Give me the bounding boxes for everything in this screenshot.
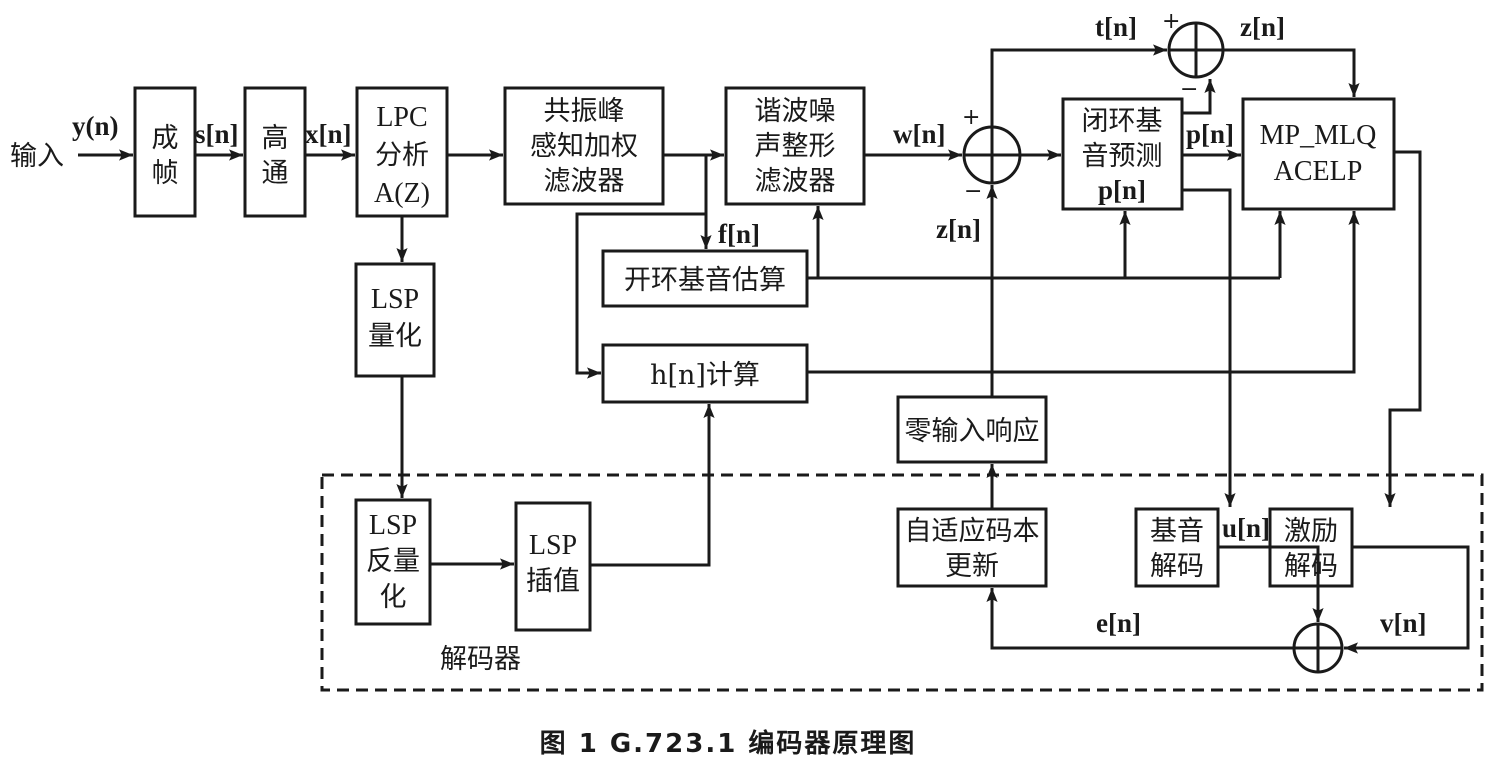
decoder-label: 解码器 xyxy=(440,644,521,675)
sum1-minus-sign: − xyxy=(964,179,982,204)
lsp-dequant-label-1: LSP xyxy=(369,510,417,541)
highpass-block xyxy=(243,86,307,218)
lsp-dequantization-block xyxy=(354,498,432,626)
signal-v: v[n] xyxy=(1380,608,1427,638)
signal-s: s[n] xyxy=(195,119,239,149)
signal-w: w[n] xyxy=(893,119,946,149)
excitation-decode-label-1: 激励 xyxy=(1284,516,1338,547)
sum1-plus-sign: + xyxy=(962,105,980,130)
arrow-mpmlq-to-excitation-decode xyxy=(1384,150,1422,507)
harmonic-noise-shaping-filter-block xyxy=(724,86,866,206)
signal-f: f[n] xyxy=(718,219,760,249)
harmonic-label-1: 谐波噪 xyxy=(755,96,836,127)
closed-loop-pitch-prediction-block xyxy=(1061,97,1184,211)
signal-u: u[n] xyxy=(1222,513,1270,543)
open-loop-pitch-estimation-block xyxy=(601,249,809,308)
signal-e: e[n] xyxy=(1096,608,1141,638)
pitch-decode-label-2: 解码 xyxy=(1150,551,1204,582)
lsp-quantization-block xyxy=(354,262,436,378)
lsp-interpolation-block xyxy=(514,501,592,632)
framing-block xyxy=(133,86,197,218)
excitation-decode-label-2: 解码 xyxy=(1284,551,1338,582)
signal-z-feedback: z[n] xyxy=(936,214,981,244)
signal-p: p[n] xyxy=(1186,119,1234,149)
open-loop-pitch-label: 开环基音估算 xyxy=(624,265,786,296)
sum2-plus-sign: + xyxy=(1162,9,1180,34)
formant-weighting-filter-block xyxy=(503,86,665,206)
codebook-label-2: 更新 xyxy=(945,551,999,582)
arrow-excitation-decode-to-sum3 xyxy=(1344,545,1470,654)
arrow-h-calc-to-mpmlq xyxy=(807,211,1360,374)
lpc-label-1: LPC xyxy=(376,102,427,133)
signal-z-target: z[n] xyxy=(1240,12,1285,42)
harmonic-label-3: 滤波器 xyxy=(755,166,836,197)
mpmlq-label-2: ACELP xyxy=(1274,156,1363,187)
highpass-label-1: 高 xyxy=(262,123,289,154)
lpc-label-2: 分析 xyxy=(375,140,429,171)
sum2-minus-sign: − xyxy=(1180,77,1198,102)
formant-label-3: 滤波器 xyxy=(544,166,625,197)
signal-y: y(n) xyxy=(72,111,119,141)
highpass-label-2: 通 xyxy=(262,158,289,189)
framing-label-1: 成 xyxy=(152,123,179,154)
arrow-closed-loop-to-pitch-decode xyxy=(1182,188,1236,507)
mpmlq-label-1: MP_MLQ xyxy=(1260,120,1377,151)
zero-input-label: 零输入响应 xyxy=(905,416,1040,447)
input-label: 输入 xyxy=(10,141,64,172)
arrow-closed-loop-to-sum2 xyxy=(1182,79,1216,115)
arrow-interp-to-h-calc xyxy=(590,404,715,567)
arrow-sum2-to-mpmlq xyxy=(1223,48,1360,97)
decoder-region xyxy=(320,473,1484,692)
arrow-pitch-decode-to-sum3 xyxy=(1218,545,1324,622)
figure-caption: 图 1 G.723.1 编码器原理图 xyxy=(540,728,917,759)
adaptive-codebook-update-block xyxy=(896,507,1048,588)
zero-input-response-block xyxy=(896,395,1048,464)
summing-junction-3 xyxy=(1292,622,1344,674)
formant-label-2: 感知加权 xyxy=(530,131,638,162)
closed-loop-label-3: p[n] xyxy=(1098,175,1146,205)
mp-mlq-acelp-block xyxy=(1241,97,1396,211)
lsp-quant-label-1: LSP xyxy=(371,284,419,315)
lsp-quant-label-2: 量化 xyxy=(368,321,422,352)
signal-x: x[n] xyxy=(305,119,352,149)
lsp-dequant-label-2: 反量 xyxy=(366,546,420,577)
h-calc-label: h[n]计算 xyxy=(650,360,760,391)
harmonic-label-2: 声整形 xyxy=(755,131,836,162)
arrow-sum1-to-sum2 xyxy=(990,44,1167,127)
arrow-sum3-to-codebook xyxy=(986,588,1294,650)
lsp-interp-label-1: LSP xyxy=(529,530,577,561)
framing-label-2: 帧 xyxy=(152,158,179,189)
formant-label-1: 共振峰 xyxy=(544,96,625,127)
codebook-label-1: 自适应码本 xyxy=(905,516,1040,547)
pitch-decode-label-1: 基音 xyxy=(1150,516,1204,547)
lpc-label-3: A(Z) xyxy=(374,178,430,209)
lsp-dequant-label-3: 化 xyxy=(380,582,407,613)
closed-loop-label-2: 音预测 xyxy=(1082,141,1163,172)
summing-junction-1 xyxy=(962,125,1022,185)
signal-t: t[n] xyxy=(1095,12,1137,42)
closed-loop-label-1: 闭环基 xyxy=(1082,106,1163,137)
lsp-interp-label-2: 插值 xyxy=(526,566,580,597)
arrow-formant-to-h-calc xyxy=(575,212,706,379)
